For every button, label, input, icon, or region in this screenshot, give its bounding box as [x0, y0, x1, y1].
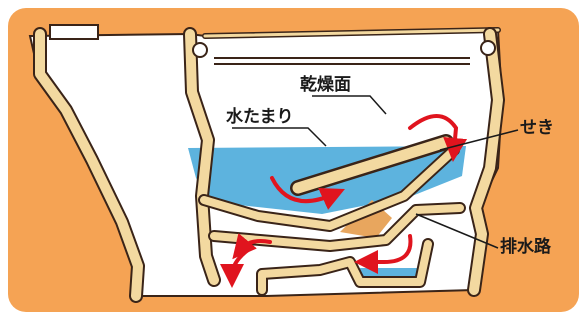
flow-arrows: [220, 114, 468, 288]
label-weir: せき: [520, 118, 554, 138]
tank-lines: [214, 57, 470, 65]
leader-weir: [439, 129, 519, 151]
weir-plate: [290, 134, 454, 196]
ceramic-walls: [33, 27, 505, 303]
rim-recess-right: [480, 40, 496, 56]
label-water-pool: 水たまり: [226, 106, 294, 127]
flow-arrow-left-up: [232, 233, 272, 260]
tank-lid: [49, 24, 99, 40]
flow-arrow-bowl: [270, 176, 345, 210]
label-drain-path: 排水路: [500, 236, 552, 257]
flow-arrow-left-down: [220, 248, 250, 288]
label-dry-surface: 乾燥面: [300, 74, 351, 95]
rim-recess-left: [192, 42, 208, 58]
flow-arrow-trap: [354, 234, 413, 274]
leader-drain-path: [415, 213, 499, 249]
flow-arrow-rim-right: [408, 114, 468, 162]
leader-dry-surface: [312, 95, 387, 115]
leader-water-pool: [232, 127, 327, 147]
leader-lines: [232, 95, 519, 249]
